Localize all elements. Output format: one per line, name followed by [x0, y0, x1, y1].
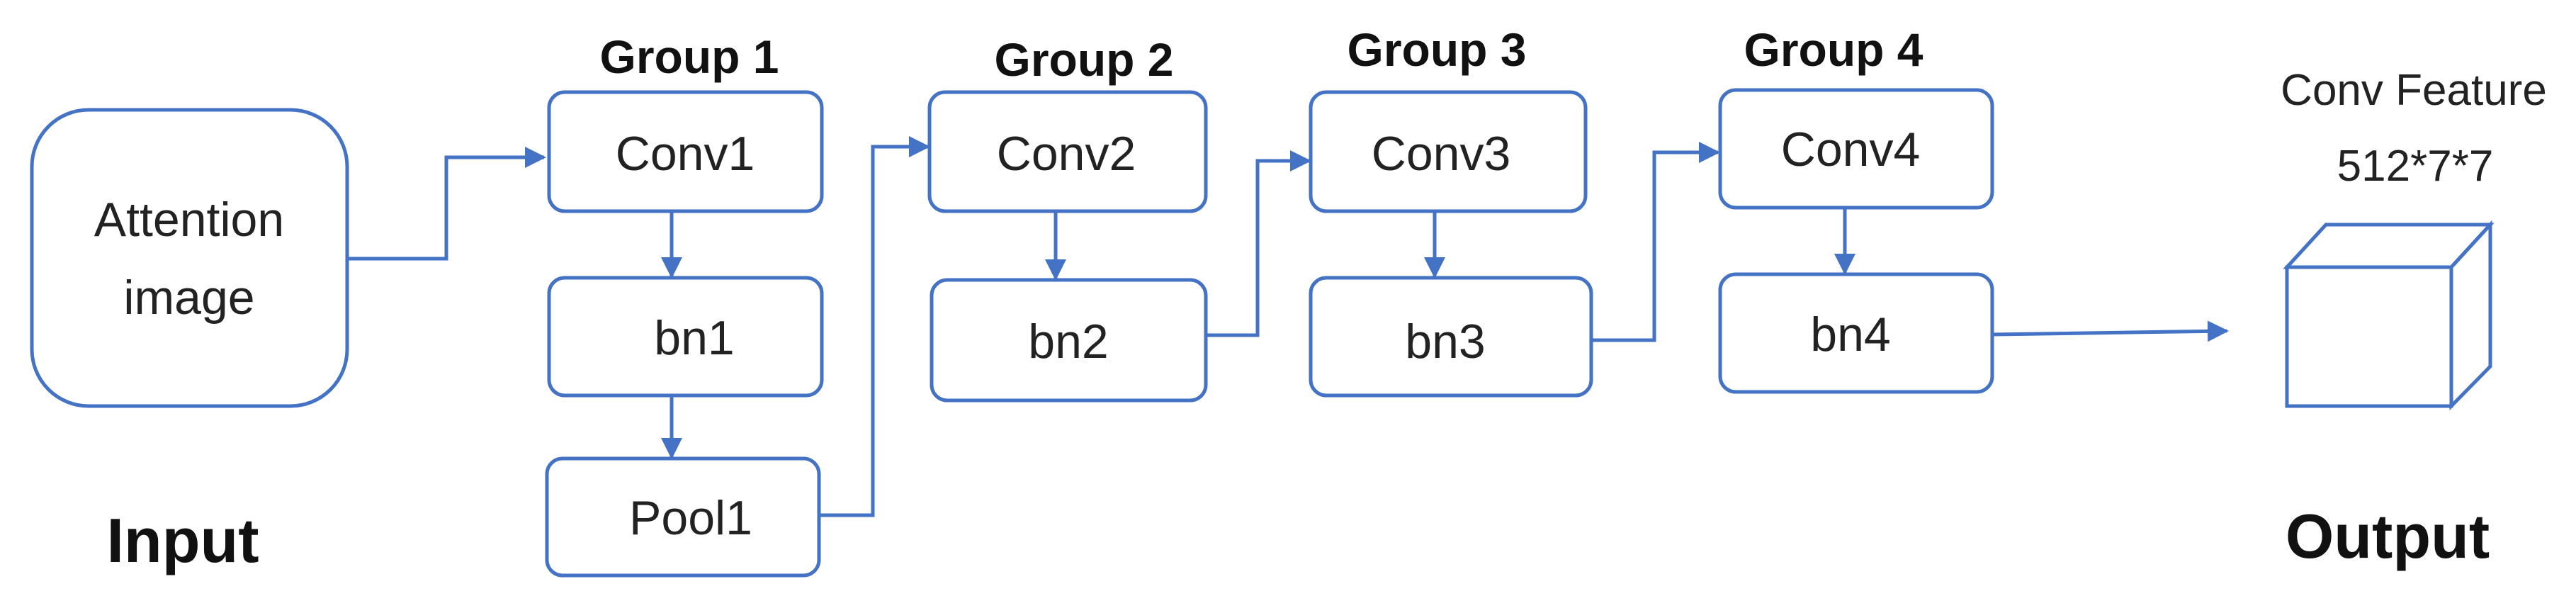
- conv2-label: Conv2: [997, 127, 1136, 181]
- pool1-box: [545, 456, 821, 578]
- arrow-bn2-to-conv3: [1206, 150, 1311, 337]
- conv4-box: [1718, 88, 1994, 210]
- input-label: Input: [106, 505, 259, 575]
- connectors: [347, 136, 2229, 517]
- conv3-label: Conv3: [1372, 127, 1511, 181]
- bn4-box: [1718, 272, 1994, 394]
- conv1-label: Conv1: [616, 127, 755, 181]
- bn4-label: bn4: [1810, 308, 1890, 361]
- group-4: Group 4 Conv4 bn4: [1718, 23, 1994, 394]
- arrow-bn3-to-conv4: [1591, 142, 1720, 342]
- input-block: Attention image Input: [30, 108, 349, 575]
- bn1-label: bn1: [654, 311, 734, 365]
- output-label: Output: [2286, 501, 2490, 571]
- conv3-box: [1309, 90, 1588, 213]
- output-block: Conv Feature 512*7*7 Output: [2281, 66, 2547, 571]
- feature-cube-icon: [2283, 220, 2495, 411]
- conv1-box: [547, 90, 824, 213]
- bn1-box: [547, 276, 824, 398]
- bn2-box: [930, 278, 1208, 403]
- group-1: Group 1 Conv1 bn1 Pool1: [545, 30, 824, 578]
- bn2-label: bn2: [1028, 315, 1108, 369]
- arrow-input-to-conv1: [347, 147, 546, 261]
- group-2: Group 2 Conv2 bn2: [927, 33, 1208, 403]
- conv4-label: Conv4: [1781, 123, 1921, 176]
- conv2-box: [927, 90, 1208, 213]
- arrow-pool1-to-conv2: [819, 136, 930, 517]
- arrow-bn4-to-output: [1992, 320, 2229, 342]
- bn3-label: bn3: [1405, 315, 1485, 369]
- pool1-label: Pool1: [629, 491, 752, 545]
- bn3-box: [1309, 276, 1593, 398]
- group-1-title: Group 1: [599, 30, 779, 83]
- group-4-title: Group 4: [1744, 23, 1923, 76]
- group-3-title: Group 3: [1347, 23, 1526, 76]
- conv-feature-title: Conv Feature: [2281, 66, 2547, 115]
- group-2-title: Group 2: [994, 33, 1173, 86]
- attention-image-label-line2: image: [123, 271, 254, 325]
- attention-image-box: [30, 108, 349, 408]
- group-3: Group 3 Conv3 bn3: [1309, 23, 1593, 398]
- conv-feature-dims: 512*7*7: [2337, 142, 2494, 191]
- attention-image-label-line1: Attention: [94, 193, 284, 247]
